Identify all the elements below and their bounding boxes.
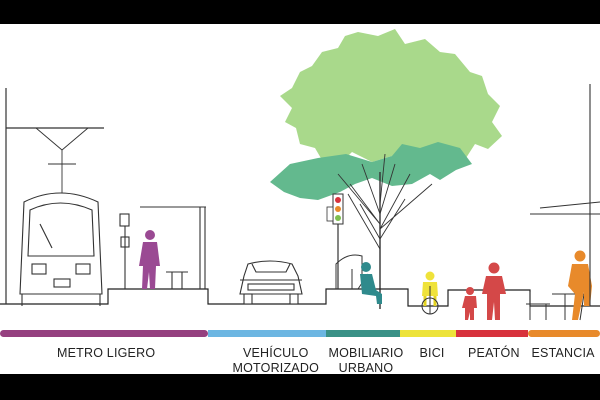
zone-label-line: METRO LIGERO	[57, 346, 156, 360]
zone-label-estancia: ESTANCIA	[532, 346, 595, 361]
zone-label-line: PEATÓN	[468, 346, 520, 360]
zone-bar-estancia	[528, 330, 600, 337]
pedestrian-purple	[139, 230, 160, 289]
zone-label-line: MOBILIARIO	[328, 346, 404, 360]
zone-label-peaton: PEATÓN	[468, 346, 520, 361]
tram-icon	[19, 192, 103, 306]
sitting-person	[360, 262, 382, 304]
catenary	[5, 88, 104, 304]
seated-person-orange	[568, 250, 592, 320]
zone-color-bar	[0, 330, 600, 337]
zone-label-line: BICI	[419, 346, 445, 360]
zone-label-line: VEHÍCULO	[242, 346, 309, 360]
tree-canopy-dark	[270, 142, 472, 200]
zone-bar-peaton	[456, 330, 528, 337]
tree-branches	[337, 153, 433, 250]
zone-label-line: ESTANCIA	[531, 346, 595, 360]
zone-label-line: MOTORIZADO	[232, 361, 319, 374]
tram-stop	[119, 206, 206, 289]
zone-bar-bici	[400, 330, 456, 337]
building-edge	[530, 84, 600, 306]
zone-label-line: URBANO	[338, 361, 394, 374]
car-icon	[239, 260, 303, 305]
pedestrian-family	[462, 262, 506, 320]
zone-label-bici: BICI	[420, 346, 445, 361]
tree-canopy-light	[280, 29, 502, 174]
zone-bar-mobiliario-urbano	[326, 330, 400, 337]
zone-bar-vehiculo-motorizado	[208, 330, 326, 337]
bicycle-icon	[421, 271, 439, 315]
tree-icon	[270, 29, 502, 309]
traffic-light-icon	[326, 193, 344, 289]
street-section-drawing	[0, 29, 600, 337]
zone-bar-metro-ligero	[0, 330, 208, 337]
zone-label-metro-ligero: METRO LIGERO	[57, 346, 155, 361]
